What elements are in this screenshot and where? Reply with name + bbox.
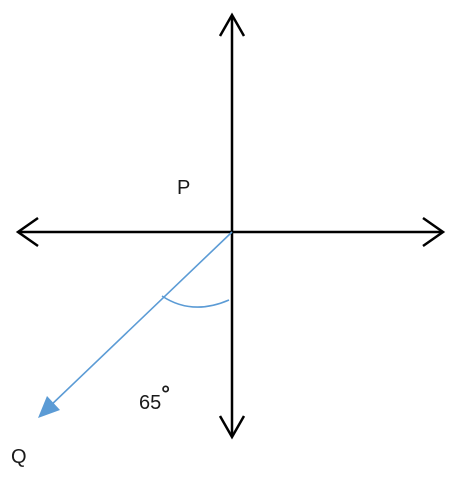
ray-arrowhead-icon	[38, 396, 60, 418]
ray-pq-line	[47, 231, 233, 409]
vertical-axis-down-arrow-icon	[218, 415, 246, 440]
horizontal-axis-right-arrow-icon	[422, 216, 446, 248]
point-q-label: Q	[11, 446, 27, 468]
degree-symbol: °	[161, 381, 171, 406]
angle-arc	[161, 295, 230, 308]
angle-value: 65	[139, 392, 162, 414]
horizontal-axis-left-arrow-icon	[15, 216, 39, 248]
point-p-label: P	[177, 177, 191, 199]
angle-measure-label: 65°	[139, 383, 170, 414]
vertical-axis-up-arrow-icon	[218, 12, 246, 37]
